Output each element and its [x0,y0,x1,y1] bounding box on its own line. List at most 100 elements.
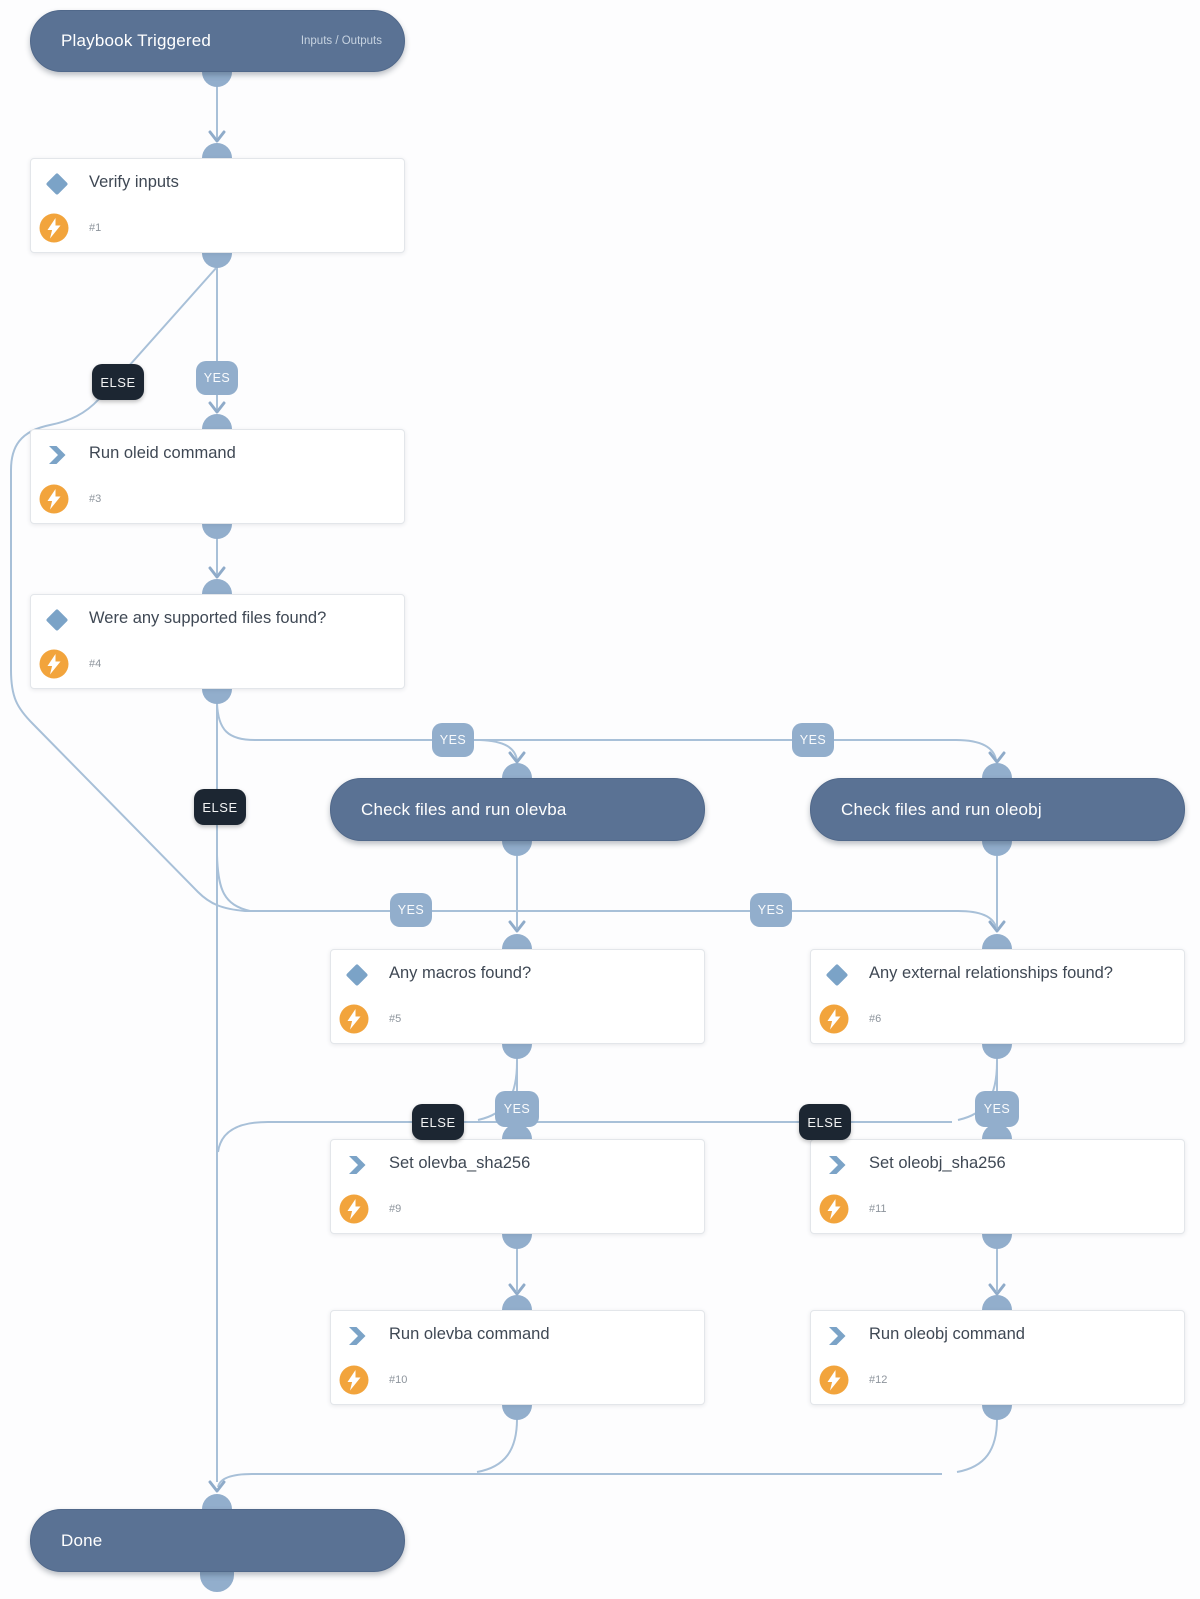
lightning-icon [339,1004,369,1034]
block-title: Set oleobj_sha256 [869,1154,1006,1172]
block-title: Were any supported files found? [89,609,327,627]
block-run-oleobj-command[interactable]: Run oleobj command #12 [810,1310,1185,1405]
lightning-icon [819,1365,849,1395]
connector-in-external[interactable] [982,934,1012,949]
badge-else-external[interactable]: ELSE [799,1104,851,1140]
action-chevron-icon [49,446,66,464]
block-any-macros-found[interactable]: Any macros found? #5 [330,949,705,1044]
badge-yes-external[interactable]: YES [975,1091,1019,1127]
block-number: #10 [389,1374,408,1386]
block-number: #1 [89,222,102,234]
badge-else-macros[interactable]: ELSE [412,1104,464,1140]
connector-out-set-oleobj[interactable] [982,1234,1012,1249]
connector-out-run-olevba[interactable] [502,1405,532,1420]
block-number: #6 [869,1013,882,1025]
block-run-olevba-command[interactable]: Run olevba command #10 [330,1310,705,1405]
pill-done-label: Done [61,1530,103,1550]
connector-out-macros[interactable] [502,1044,532,1059]
lightning-icon [39,484,69,514]
edge-row1-drop-olevba [479,739,518,761]
lightning-icon [339,1194,369,1224]
block-set-olevba-sha256[interactable]: Set olevba_sha256 #9 [330,1139,705,1234]
action-chevron-icon [349,1327,366,1345]
block-verify-inputs[interactable]: Verify inputs #1 [30,158,405,253]
connector-out-supported[interactable] [202,689,232,704]
connector-out-done[interactable] [200,1572,234,1592]
connector-out-verify[interactable] [202,253,232,268]
block-title: Run olevba command [389,1325,550,1343]
connector-out-run-oleobj[interactable] [982,1405,1012,1420]
arrowhead [208,1480,226,1493]
badge-else-verify[interactable]: ELSE [92,364,144,400]
connector-out-trigger[interactable] [202,72,232,87]
lightning-icon [39,649,69,679]
edge-run-olevba-to-done [476,1418,518,1473]
block-title: Any macros found? [389,964,532,982]
block-supported-files-found[interactable]: Were any supported files found? #4 [30,594,405,689]
decision-diamond-icon [46,173,68,195]
connector-in-verify[interactable] [202,143,232,158]
badge-yes-to-macros[interactable]: YES [390,893,432,927]
action-chevron-icon [349,1156,366,1174]
pill-playbook-triggered[interactable]: Playbook Triggered Inputs / Outputs [30,10,405,72]
edge-done-merge-horizontal [217,1473,942,1488]
connector-out-external[interactable] [982,1044,1012,1059]
connector-in-run-olevba[interactable] [502,1295,532,1310]
connector-in-olevba-pill[interactable] [502,763,532,778]
connector-out-set-olevba[interactable] [502,1234,532,1249]
lightning-icon [819,1004,849,1034]
block-number: #12 [869,1374,888,1386]
badge-yes-to-external[interactable]: YES [750,893,792,927]
block-title: Run oleid command [89,444,236,462]
pill-check-files-oleobj[interactable]: Check files and run oleobj [810,778,1185,841]
connector-in-supported[interactable] [202,579,232,594]
lightning-icon [339,1365,369,1395]
connector-in-run-oleobj[interactable] [982,1295,1012,1310]
arrowhead [208,566,226,579]
connector-in-oleobj-pill[interactable] [982,763,1012,778]
decision-diamond-icon [46,609,68,631]
block-title: Verify inputs [89,173,179,191]
connector-out-oleobj-pill[interactable] [982,841,1012,856]
badge-yes-macros[interactable]: YES [495,1091,539,1127]
connector-in-oleid[interactable] [202,414,232,429]
action-chevron-icon [829,1327,846,1345]
pill-check-files-olevba-label: Check files and run olevba [361,799,567,819]
pill-check-files-oleobj-label: Check files and run oleobj [841,799,1042,819]
connector-in-done[interactable] [202,1494,232,1509]
pill-playbook-triggered-label: Playbook Triggered [61,31,212,50]
connector-out-oleid[interactable] [202,524,232,539]
arrowhead [508,920,526,933]
block-run-oleid-command[interactable]: Run oleid command #3 [30,429,405,524]
block-set-oleobj-sha256[interactable]: Set oleobj_sha256 #11 [810,1139,1185,1234]
badge-else-supported[interactable]: ELSE [194,789,246,825]
badge-yes-supported-oleobj[interactable]: YES [792,723,834,757]
block-title: Run oleobj command [869,1325,1025,1343]
edge-branch-to-row2 [216,854,251,912]
arrowhead [508,751,526,764]
decision-diamond-icon [346,964,368,986]
arrowhead [208,130,226,143]
arrowhead [988,920,1006,933]
block-any-external-relationships-found[interactable]: Any external relationships found? #6 [810,949,1185,1044]
edge-run-oleobj-to-done [956,1418,998,1473]
block-number: #4 [89,658,102,670]
block-number: #11 [869,1203,887,1215]
connector-in-macros[interactable] [502,934,532,949]
pill-done[interactable]: Done [30,1509,405,1572]
lightning-icon [819,1194,849,1224]
inputs-outputs-link[interactable]: Inputs / Outputs [300,35,382,47]
edge-supported-yes-row1 [216,702,997,761]
pill-check-files-olevba[interactable]: Check files and run olevba [330,778,705,841]
connector-out-olevba-pill[interactable] [502,841,532,856]
badge-yes-supported-olevba[interactable]: YES [432,723,474,757]
badge-yes-verify[interactable]: YES [196,361,238,395]
arrowhead [208,401,226,414]
lightning-icon [39,213,69,243]
connector-in-set-oleobj[interactable] [982,1124,1012,1139]
decision-diamond-icon [826,964,848,986]
arrowhead [508,1283,526,1296]
block-number: #5 [389,1013,402,1025]
block-title: Any external relationships found? [869,964,1113,982]
